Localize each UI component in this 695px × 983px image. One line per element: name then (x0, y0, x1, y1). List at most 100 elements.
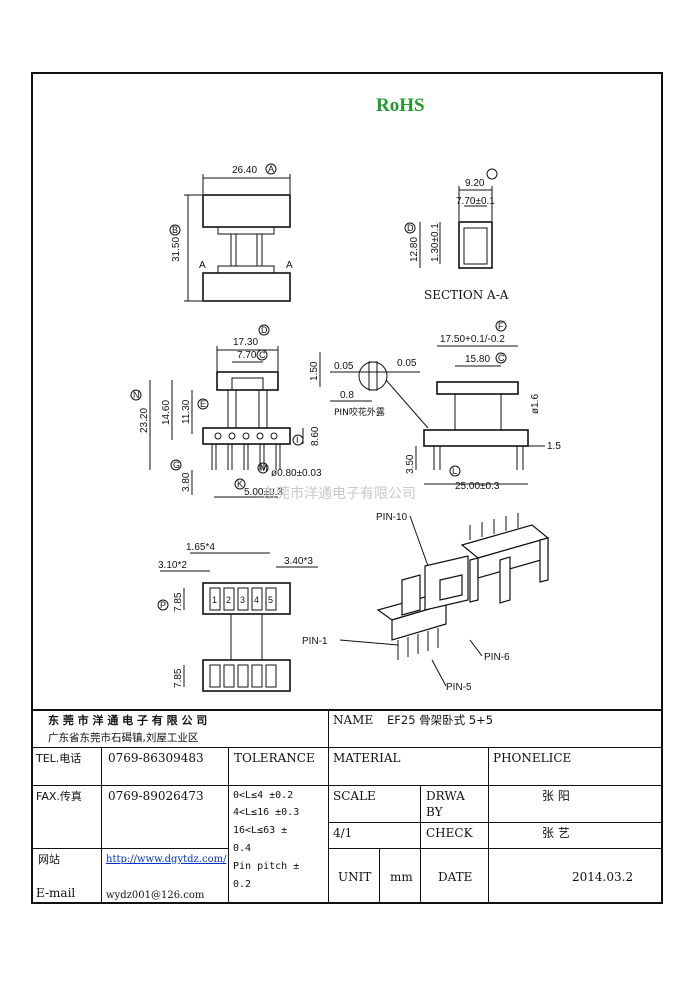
pin-no-4: 4 (254, 595, 259, 605)
dim-side-top: 17.50+0.1/-0.2 (440, 334, 505, 345)
bottom-view: 1 2 3 4 5 1.65*4 3.10*2 3.40*3 7.85 P 7.… (157, 542, 318, 692)
ref-k: K (237, 479, 243, 489)
web-link[interactable]: http://www.dgytdz.com/ (106, 854, 227, 865)
ref-p: P (160, 600, 166, 610)
detail-d4: 0.8 (340, 390, 354, 401)
fax-label: FAX.传真 (36, 790, 82, 803)
date-value: 2014.03.2 (572, 870, 634, 884)
scale-value: 4/1 (333, 826, 353, 840)
dim-front-pin: 3.80 (181, 472, 192, 492)
company-address: 广东省东莞市石碣镇,刘屋工业区 (48, 732, 199, 744)
dim-front-h1: 14.60 (161, 400, 172, 425)
side-view: 17.50+0.1/-0.2 F 15.80 C ø1.6 1.5 3.50 2… (405, 320, 561, 492)
dim-bottom-pitch: 1.65*4 (186, 542, 215, 553)
company-name: 东 莞 市 洋 通 电 子 有 限 公 司 (48, 714, 208, 727)
ref-m: M (260, 463, 268, 473)
name-label: NAME (333, 713, 374, 727)
material-label: MATERIAL (333, 751, 401, 765)
ref-i: I (296, 435, 299, 445)
tolerance-line-2: 4<L≤16 ±0.3 (233, 807, 300, 818)
date-label: DATE (438, 870, 473, 884)
tel-value: 0769-86309483 (108, 751, 204, 765)
dim-bottom-left: 3.10*2 (158, 560, 187, 571)
dim-bottom-row-top: 7.85 (173, 592, 184, 612)
detail-d2: 0.05 (334, 361, 354, 372)
detail-d3: 0.05 (397, 358, 417, 369)
top-view: 26.40 A 31.50 B A A (169, 163, 293, 302)
dim-side-inner: 15.80 (465, 354, 490, 365)
dim-front-base: 8.60 (310, 426, 321, 446)
fax-value: 0769-89026473 (108, 789, 204, 803)
ref-a: A (268, 164, 274, 174)
drawn-label-1: DRWA (426, 789, 465, 803)
drawn-label-2: BY (426, 805, 443, 819)
dim-section-outer: 9.20 (465, 178, 485, 189)
tolerance-line-1: 0<L≤4 ±0.2 (233, 790, 294, 801)
front-view: 17.30 D 7.70 C 23.20 N 14.60 11.30 E 8.6… (130, 324, 322, 498)
watermark: 东莞市洋通电子有限公司 (262, 485, 416, 502)
ref-c-side: C (498, 353, 505, 363)
pin-no-1: 1 (212, 595, 217, 605)
iso-pin5: PIN-5 (446, 682, 472, 693)
drawn-value: 张 阳 (542, 789, 570, 803)
dim-section-inner: 7.70±0.1 (456, 196, 495, 207)
dim-section-height: 12.80 (409, 237, 420, 262)
tolerance-label: TOLERANCE (234, 751, 315, 765)
drawing-sheet (31, 72, 663, 904)
phonelice-label: PHONELICE (493, 751, 572, 765)
ref-e: E (200, 399, 206, 409)
ref-c-front: C (259, 350, 266, 360)
ref-b: B (172, 225, 178, 235)
tolerance-line-3: 16<L≤63 ± (233, 825, 288, 836)
dim-front-top: 17.30 (233, 337, 258, 348)
ref-d-front: D (261, 325, 268, 335)
detail-note: PIN咬花外露 (334, 406, 385, 418)
iso-pin1: PIN-1 (302, 636, 328, 647)
dim-pitch: 5.00±0.3 (244, 487, 283, 498)
isometric-views: PIN-10 PIN-1 PIN-6 PIN-5 (302, 512, 550, 693)
ref-d-section: D (407, 223, 414, 233)
dim-front-inner: 7.70 (237, 350, 257, 361)
tolerance-line-5: Pin pitch ± (233, 861, 300, 872)
detail-d1: 1.50 (309, 361, 320, 381)
unit-value: mm (390, 870, 413, 884)
pin-no-3: 3 (240, 595, 245, 605)
tolerance-line-4: 0.4 (233, 843, 252, 854)
web-label: 网站 (38, 853, 60, 866)
ref-f: F (498, 321, 504, 331)
scale-label: SCALE (333, 789, 376, 803)
dim-side-foot: 1.5 (547, 441, 561, 452)
technical-drawing: 26.40 A 31.50 B A A 9.20 7.70±0.1 12.80 … (130, 163, 561, 693)
dim-section-inner-h: 1.30±0.1 (430, 223, 441, 262)
dim-side-pin-dia: ø1.6 (530, 394, 541, 414)
email-label: E-mail (36, 886, 76, 900)
iso-pin6: PIN-6 (484, 652, 510, 663)
dim-top-height: 31.50 (171, 237, 182, 262)
pin-no-5: 5 (268, 595, 273, 605)
email-value: wydz001@126.com (106, 890, 205, 901)
dim-pin-dia: ø0.80±0.03 (271, 468, 322, 479)
section-mark-left: A (199, 260, 206, 271)
dim-bottom-right: 3.40*3 (284, 556, 313, 567)
section-mark-right: A (286, 260, 293, 271)
dim-top-width: 26.40 (232, 165, 257, 176)
dim-front-h2: 11.30 (181, 399, 192, 424)
check-value: 张 艺 (542, 826, 570, 840)
pin-detail: 1.50 0.05 0.05 0.8 PIN咬花外露 (309, 352, 429, 429)
pin-no-2: 2 (226, 595, 231, 605)
ref-l: L (452, 466, 457, 476)
dim-front-overall: 23.20 (139, 408, 150, 433)
ref-n: N (133, 390, 140, 400)
check-label: CHECK (426, 826, 473, 840)
section-title: SECTION A-A (424, 288, 509, 302)
name-value: EF25 骨架卧式 5+5 (387, 713, 494, 727)
dim-bottom-row-bottom: 7.85 (173, 668, 184, 688)
section-view: 9.20 7.70±0.1 12.80 D 1.30±0.1 SECTION A… (404, 168, 509, 302)
dim-side-pin-len: 3.50 (405, 454, 416, 474)
ref-g: G (173, 460, 180, 470)
iso-pin10: PIN-10 (376, 512, 408, 523)
unit-label: UNIT (338, 870, 372, 884)
tolerance-line-6: 0.2 (233, 879, 252, 890)
tel-label: TEL.电话 (36, 752, 82, 765)
dim-side-base: 25.00±0.3 (455, 481, 500, 492)
